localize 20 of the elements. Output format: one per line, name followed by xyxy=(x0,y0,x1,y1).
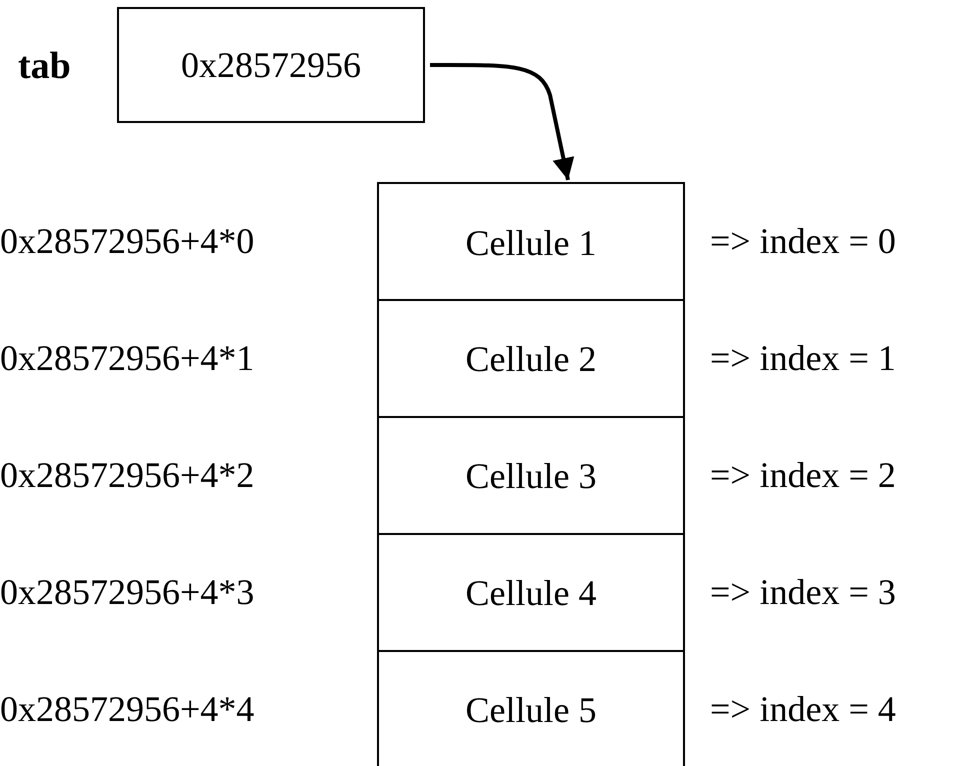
index-label: => index = 3 xyxy=(710,574,896,610)
index-label: => index = 2 xyxy=(710,457,896,493)
address-label: 0x28572956+4*0 xyxy=(0,223,254,259)
array-column xyxy=(377,182,685,766)
index-label: => index = 4 xyxy=(710,691,896,727)
address-label: 0x28572956+4*4 xyxy=(0,691,254,727)
pointer-box xyxy=(117,7,425,123)
cell-label: Cellule 1 xyxy=(466,224,596,260)
cell-label: Cellule 2 xyxy=(466,340,596,376)
address-label: 0x28572956+4*2 xyxy=(0,457,254,493)
index-label: => index = 1 xyxy=(710,340,896,376)
cell-label: Cellule 3 xyxy=(466,458,596,494)
address-label: 0x28572956+4*1 xyxy=(0,340,254,376)
index-label: => index = 0 xyxy=(710,223,896,259)
variable-name: tab xyxy=(18,47,71,85)
arrow xyxy=(430,62,574,180)
address-label: 0x28572956+4*3 xyxy=(0,574,254,610)
cell-label: Cellule 4 xyxy=(466,574,596,610)
cell-label: Cellule 5 xyxy=(466,692,596,728)
pointer-value: 0x28572956 xyxy=(181,47,361,83)
